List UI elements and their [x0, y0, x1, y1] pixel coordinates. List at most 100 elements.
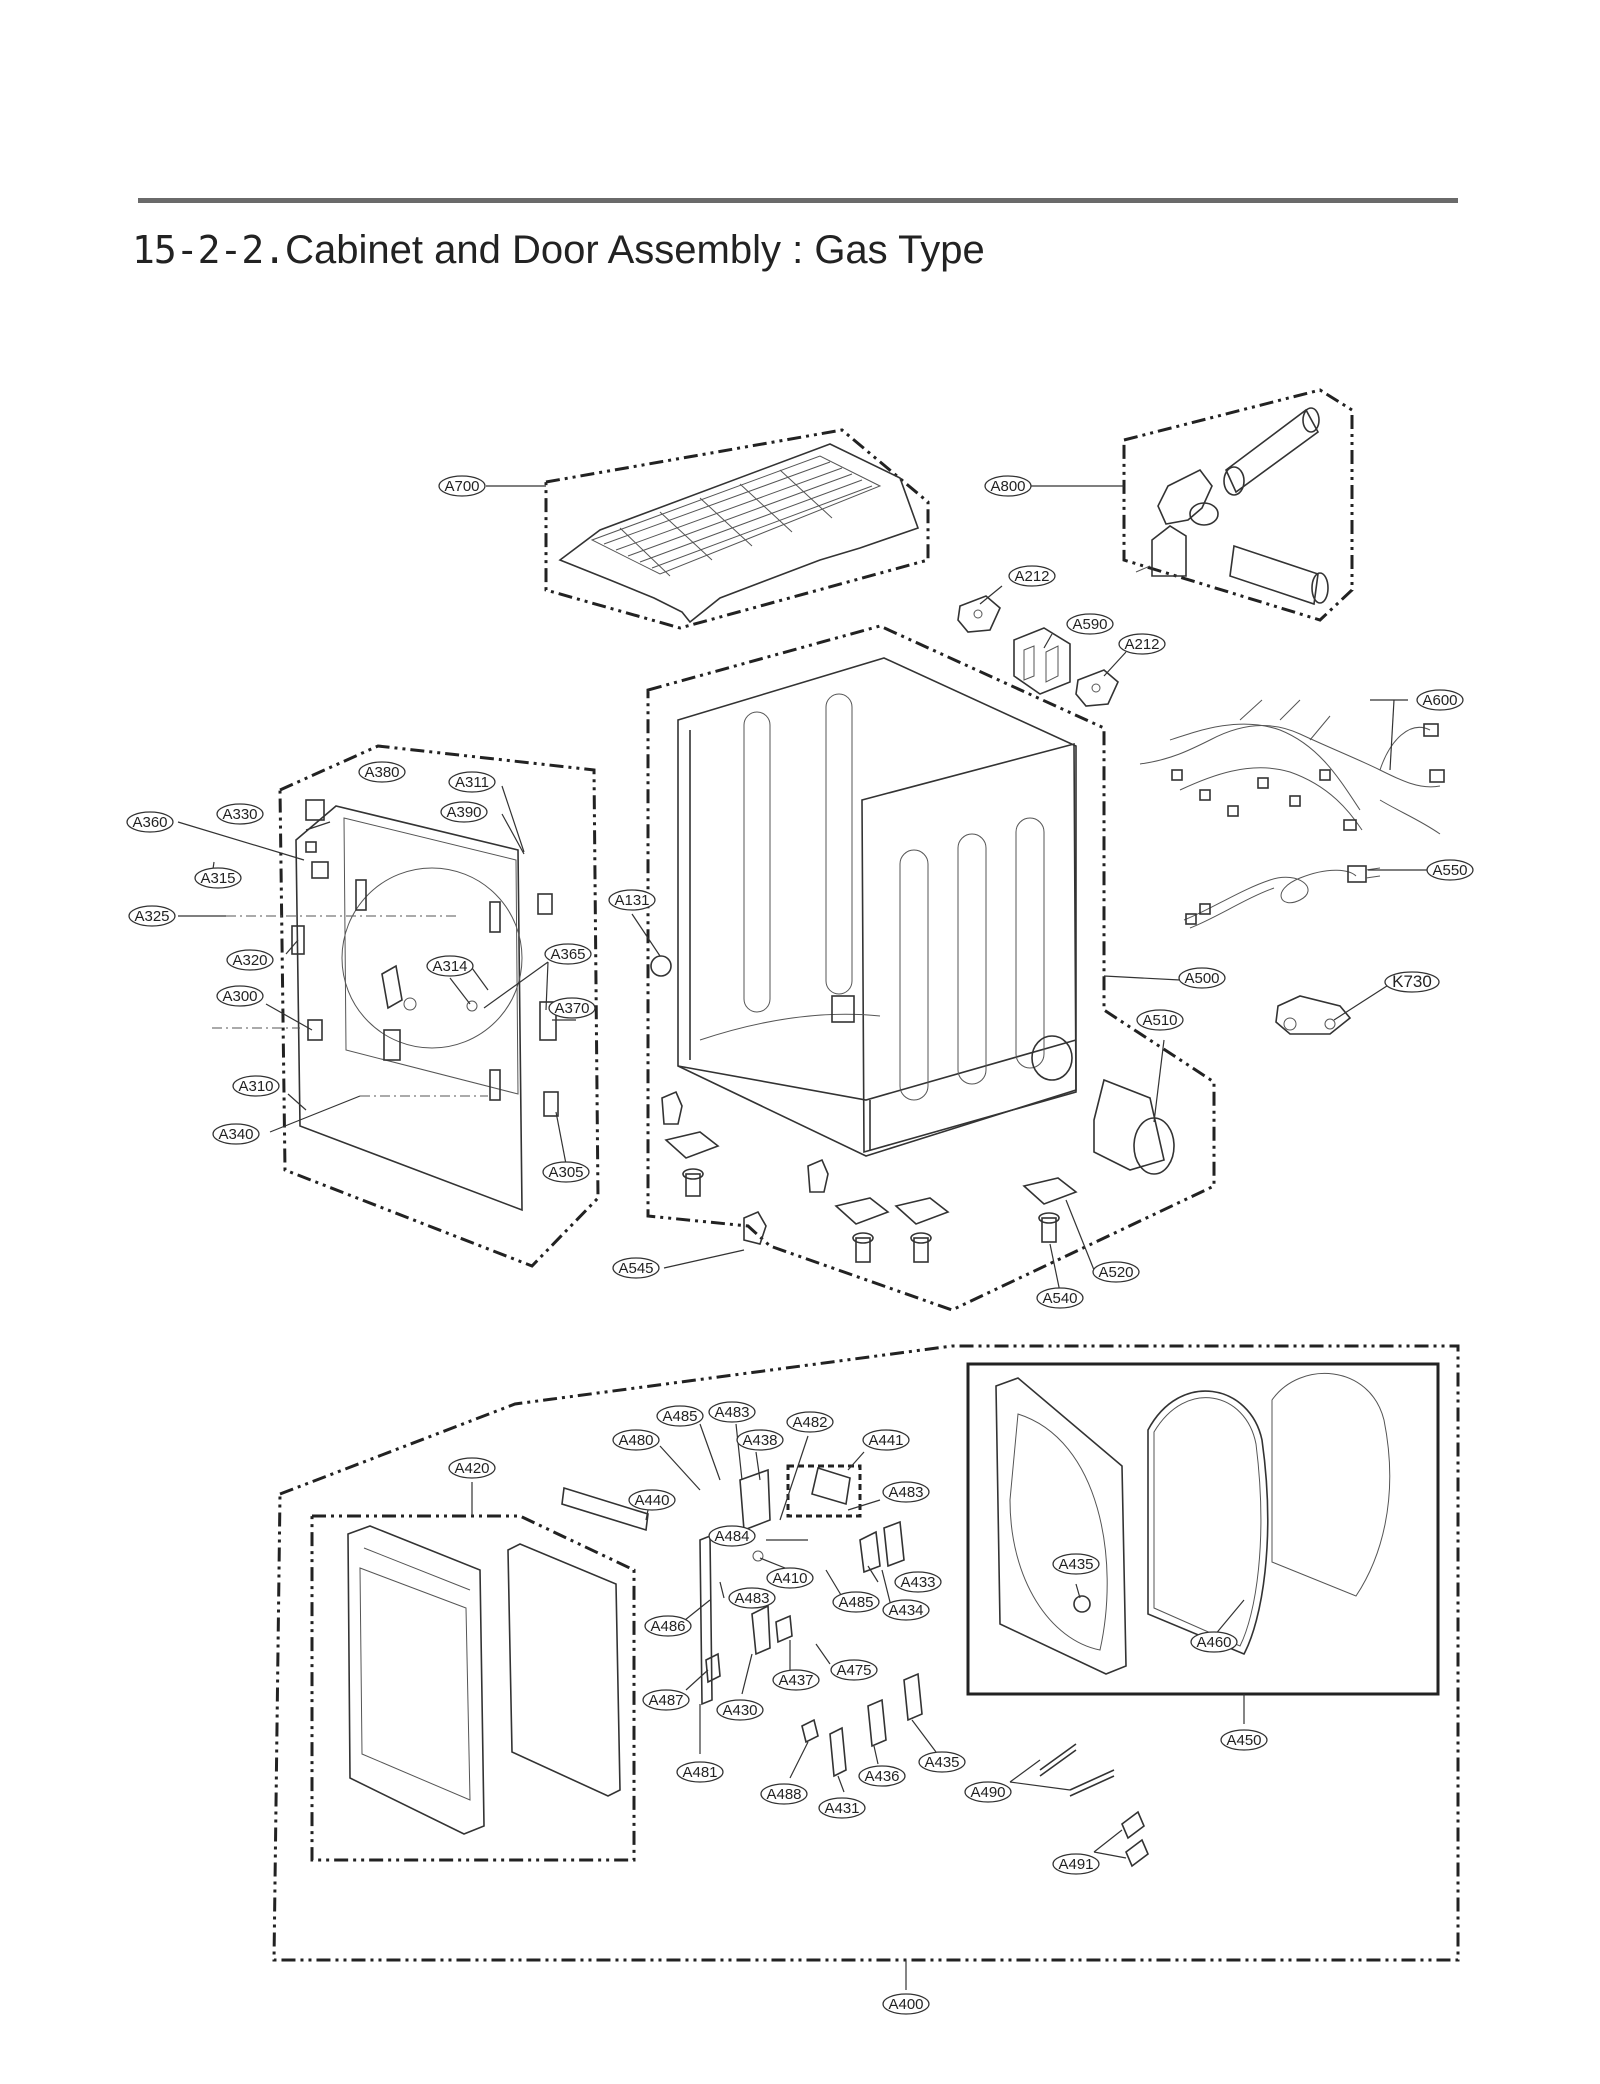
label-text: A300: [222, 988, 257, 1005]
part-label-a370: A370: [548, 997, 596, 1019]
brackets-illustration: [957, 595, 1119, 707]
label-oval: [438, 475, 486, 497]
part-label-a441: A441: [862, 1429, 910, 1451]
label-text: A433: [900, 1574, 935, 1591]
part-label-a440: A440: [628, 1489, 676, 1511]
page-title: 15-2-2.Cabinet and Door Assembly : Gas T…: [132, 228, 985, 273]
label-oval: [882, 1481, 930, 1503]
part-label-a300: A300: [216, 985, 264, 1007]
part-label-a410: A410: [766, 1567, 814, 1589]
label-text: A600: [1422, 692, 1457, 709]
part-label-a436: A436: [858, 1765, 906, 1787]
part-label-a700: A700: [438, 475, 486, 497]
part-label-a400: A400: [882, 1993, 930, 2015]
label-text: A314: [432, 958, 467, 975]
label-oval: [882, 1993, 930, 2015]
label-text: A212: [1124, 636, 1159, 653]
part-label-a480: A480: [612, 1429, 660, 1451]
part-label-a460: A460: [1190, 1631, 1238, 1653]
part-label-a305: A305: [542, 1161, 590, 1183]
gas-valve-illustration: [1275, 995, 1352, 1035]
label-text: A420: [454, 1460, 489, 1477]
label-text: A440: [634, 1492, 669, 1509]
label-text: A320: [232, 952, 267, 969]
part-label-a483b: A483: [882, 1481, 930, 1503]
label-oval: [736, 1429, 784, 1451]
label-oval: [1036, 1287, 1084, 1309]
wire-harness-illustration: [1139, 699, 1445, 835]
part-label-a311: A311: [448, 771, 496, 793]
group-front-panel-boundary: [278, 744, 600, 1268]
label-text: A315: [200, 870, 235, 887]
label-oval: [440, 801, 488, 823]
header-rule: [138, 198, 1458, 203]
label-text: A365: [550, 946, 585, 963]
label-text: A360: [132, 814, 167, 831]
label-oval: [1416, 689, 1464, 711]
label-oval: [1220, 1729, 1268, 1751]
label-text: A475: [836, 1662, 871, 1679]
label-oval: [728, 1587, 776, 1609]
part-label-a488: A488: [760, 1783, 808, 1805]
part-label-a475: A475: [830, 1659, 878, 1681]
part-label-a486: A486: [644, 1615, 692, 1637]
label-oval: [612, 1429, 660, 1451]
label-text: A484: [714, 1528, 749, 1545]
label-text: A500: [1184, 970, 1219, 987]
part-label-a314: A314: [426, 955, 474, 977]
label-oval: [984, 475, 1032, 497]
part-label-a485a: A485: [656, 1405, 704, 1427]
label-oval: [882, 1599, 930, 1621]
part-label-a491: A491: [1052, 1853, 1100, 1875]
label-oval: [128, 905, 176, 927]
label-text: A435: [924, 1754, 959, 1771]
label-oval: [1190, 1631, 1238, 1653]
part-label-a360: A360: [126, 811, 174, 833]
label-oval: [1052, 1553, 1100, 1575]
label-oval: [542, 1161, 590, 1183]
label-text: A510: [1142, 1012, 1177, 1029]
label-text: A490: [970, 1784, 1005, 1801]
part-label-a315: A315: [194, 867, 242, 889]
label-text: A540: [1042, 1290, 1077, 1307]
label-oval: [676, 1761, 724, 1783]
part-label-a320: A320: [226, 949, 274, 971]
label-text: A325: [134, 908, 169, 925]
exhaust-duct-illustration: [1093, 1078, 1175, 1175]
part-label-a438: A438: [736, 1429, 784, 1451]
label-text: A410: [772, 1570, 807, 1587]
door-assembly-illustration: [347, 1466, 851, 1835]
label-text: A450: [1226, 1732, 1261, 1749]
part-label-a212b: A212: [1118, 633, 1166, 655]
label-text: A430: [722, 1702, 757, 1719]
label-oval: [786, 1411, 834, 1433]
label-text: A437: [778, 1672, 813, 1689]
label-oval: [772, 1669, 820, 1691]
label-text: A380: [364, 764, 399, 781]
label-oval: [708, 1525, 756, 1547]
label-text: K730: [1392, 972, 1432, 991]
label-oval: [1426, 859, 1474, 881]
part-label-a330: A330: [216, 803, 264, 825]
part-label-a487: A487: [642, 1689, 690, 1711]
label-oval: [894, 1571, 942, 1593]
group-a441-boundary: [786, 1464, 862, 1518]
label-text: A590: [1072, 616, 1107, 633]
cabinet-illustration: [650, 657, 1077, 1157]
label-oval: [126, 811, 174, 833]
label-oval: [1178, 967, 1226, 989]
part-label-a433: A433: [894, 1571, 942, 1593]
label-oval: [212, 1123, 260, 1145]
label-text: A370: [554, 1000, 589, 1017]
front-panel-illustration: [212, 799, 559, 1212]
label-text: A310: [238, 1078, 273, 1095]
label-oval: [830, 1659, 878, 1681]
label-oval: [1092, 1261, 1140, 1283]
part-label-a435a: A435: [1052, 1553, 1100, 1575]
label-oval: [708, 1401, 756, 1423]
part-label-a800: A800: [984, 475, 1032, 497]
part-label-a434: A434: [882, 1599, 930, 1621]
power-cord-illustration: [1183, 865, 1381, 929]
part-label-a365: A365: [544, 943, 592, 965]
label-text: A491: [1058, 1856, 1093, 1873]
